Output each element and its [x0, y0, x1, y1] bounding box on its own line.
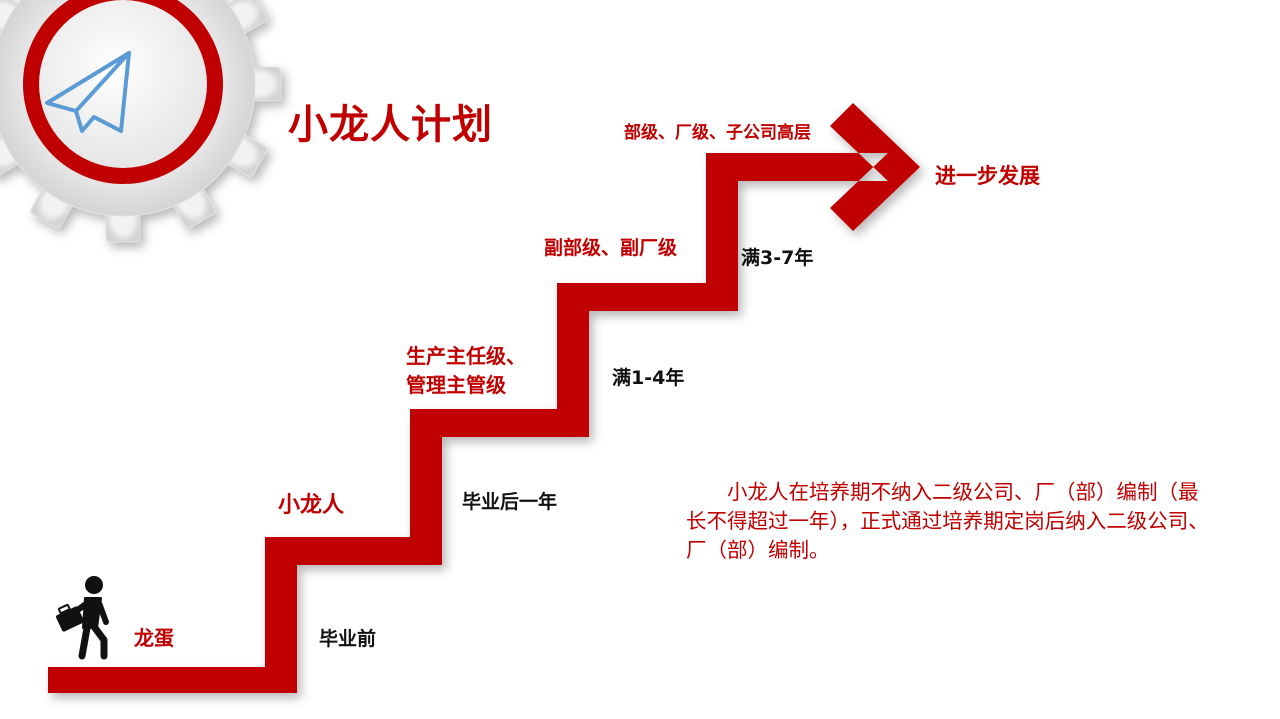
stage-3-period: 满1-4年 [612, 367, 685, 389]
gear-logo [0, 0, 282, 243]
staircase-arrow [48, 103, 920, 693]
stage-5-role: 部级、厂级、子公司高层 [624, 123, 811, 143]
arrow-label: 进一步发展 [935, 164, 1040, 188]
paper-plane-icon [45, 51, 131, 133]
stage-1-role: 龙蛋 [134, 626, 174, 650]
stage-2-period: 毕业后一年 [462, 491, 558, 513]
walking-person-with-briefcase-icon [55, 576, 109, 660]
stage-1-period: 毕业前 [319, 628, 377, 650]
stage-4-role: 副部级、副厂级 [544, 237, 678, 259]
description-text: 小龙人在培养期不纳入二级公司、厂（部）编制（最长不得超过一年），正式通过培养期定… [686, 480, 1209, 562]
stage-2-role: 小龙人 [278, 493, 345, 518]
stage-3-role-line1: 生产主任级、 [406, 344, 526, 368]
stage-3-role-line2: 管理主管级 [406, 373, 506, 397]
page-title: 小龙人计划 [288, 102, 493, 148]
stage-4-period: 满3-7年 [741, 247, 814, 269]
